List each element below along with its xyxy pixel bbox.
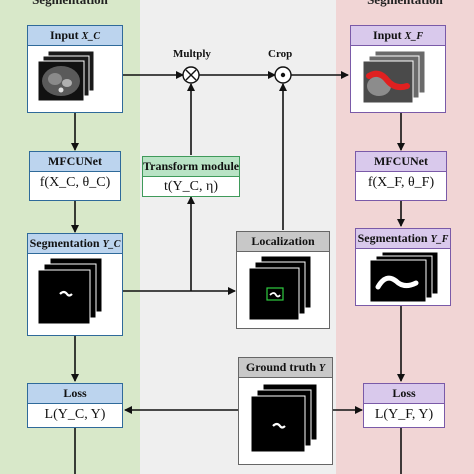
loss-box-right: Loss L(Y_F, Y): [363, 383, 445, 428]
segmentation-box-right: Segmentation Y_F: [355, 228, 451, 306]
ground-truth-mask-stack: [250, 383, 318, 453]
left-panel-title: Segmentation: [0, 0, 140, 8]
loss-box-left: Loss L(Y_C, Y): [27, 383, 123, 428]
segmentation-label-right: Segmentation: [357, 231, 428, 245]
input-header-left: Input X_C: [28, 26, 122, 46]
transform-module-label: Transform module: [143, 157, 239, 177]
input-var-right: X_F: [404, 31, 424, 42]
mfcunet-box-left: MFCUNet f(X_C, θ_C): [29, 151, 121, 201]
multiply-node: [182, 66, 200, 84]
mfcunet-label-left: MFCUNet: [30, 152, 120, 172]
ground-truth-var: Y: [319, 363, 326, 374]
segmentation-var-left: Y_C: [102, 239, 121, 250]
localization-box: Localization: [236, 231, 330, 329]
segmentation-box-left: Segmentation Y_C: [27, 233, 123, 336]
loss-formula-left: L(Y_C, Y): [44, 407, 106, 422]
input-var-left: X_C: [81, 31, 101, 42]
loss-formula-right: L(Y_F, Y): [374, 407, 434, 422]
ct-crop-stack-right: [362, 50, 426, 104]
input-label-right: Input: [372, 28, 402, 42]
input-header-right: Input X_F: [351, 26, 445, 46]
input-box-right: Input X_F: [350, 25, 446, 113]
mfcunet-formula-right: f(X_F, θ_F): [367, 175, 435, 190]
segmentation-header-right: Segmentation Y_F: [356, 229, 450, 249]
crop-node: [274, 66, 292, 84]
loss-label-left: Loss: [28, 384, 122, 404]
ct-slice-stack-left: [37, 50, 95, 102]
mfcunet-formula-left: f(X_C, θ_C): [39, 175, 111, 190]
mfcunet-box-right: MFCUNet f(X_F, θ_F): [355, 151, 447, 201]
mfcunet-label-right: MFCUNet: [356, 152, 446, 172]
ground-truth-box: Ground truth Y: [238, 357, 333, 465]
ground-truth-label: Ground truth: [245, 360, 317, 374]
segmentation-header-left: Segmentation Y_C: [28, 234, 122, 254]
input-label-left: Input: [49, 28, 79, 42]
transform-module-formula: t(Y_C, η): [164, 179, 218, 194]
crop-label: Crop: [268, 48, 293, 60]
segmentation-label-left: Segmentation: [29, 236, 100, 250]
localization-label: Localization: [237, 232, 329, 252]
transform-module-box: Transform module t(Y_C, η): [142, 156, 240, 197]
segmentation-mask-stack-left: [37, 257, 103, 325]
ground-truth-header: Ground truth Y: [239, 358, 332, 378]
loss-label-right: Loss: [364, 384, 444, 404]
right-panel-title: Segmentation: [336, 0, 474, 8]
localization-mask-stack: [248, 255, 312, 321]
multiply-label: Multply: [173, 48, 211, 60]
input-box-left: Input X_C: [27, 25, 123, 113]
segmentation-mask-stack-right: [369, 251, 439, 303]
segmentation-var-right: Y_F: [430, 234, 449, 245]
